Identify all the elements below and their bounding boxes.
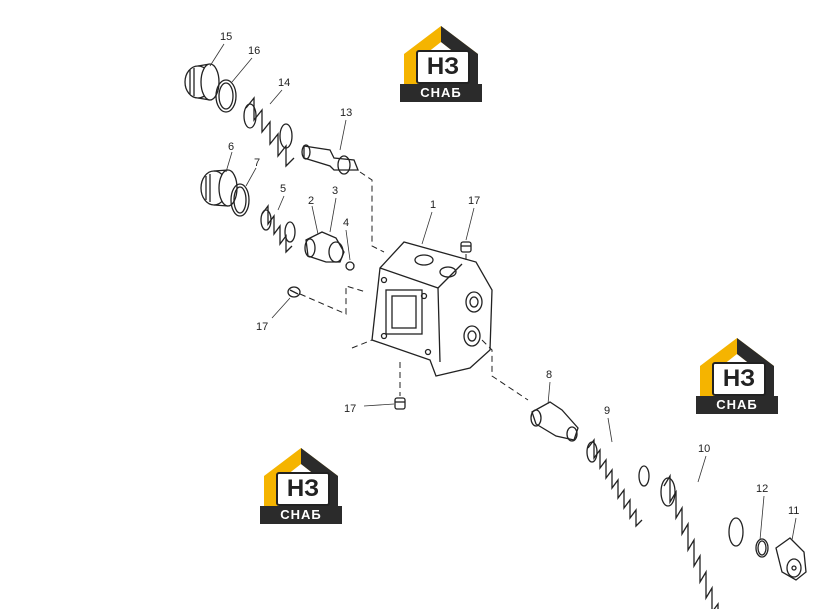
spring-10 — [660, 473, 744, 609]
callout-3: 3 — [332, 185, 338, 197]
valve-8 — [530, 401, 579, 442]
spool-2 — [304, 231, 345, 263]
callout-10: 10 — [698, 443, 710, 455]
spring-5 — [260, 204, 296, 254]
callout-14: 14 — [278, 77, 290, 89]
brand-mark: НЗ — [712, 362, 766, 396]
callout-16: 16 — [248, 45, 260, 57]
callout-2: 2 — [308, 195, 314, 207]
axis-13 — [359, 171, 385, 253]
callout-13: 13 — [340, 107, 352, 119]
valve-13 — [301, 144, 359, 175]
callout-6: 6 — [228, 141, 234, 153]
callout-8: 8 — [546, 369, 552, 381]
callout-7: 7 — [254, 157, 260, 169]
o-ring-7 — [230, 183, 250, 217]
plug-15 — [184, 63, 220, 101]
plug-11 — [775, 537, 807, 581]
o-ring-16 — [215, 79, 237, 113]
callout-17-bottom: 17 — [344, 403, 356, 415]
callout-17-top: 17 — [468, 195, 480, 207]
callout-11: 11 — [788, 505, 799, 517]
callout-17-left: 17 — [256, 321, 268, 333]
callout-labels: 1 2 3 4 5 6 7 8 9 10 11 12 13 14 15 16 1… — [220, 31, 799, 517]
plug-17-left — [287, 286, 301, 298]
ball-4 — [345, 261, 355, 271]
brand-mark: НЗ — [416, 50, 470, 84]
callout-5: 5 — [280, 183, 286, 195]
valve-housing-1 — [371, 241, 493, 377]
callout-9: 9 — [604, 405, 610, 417]
brand-logo-right: НЗ СНАБ — [696, 336, 778, 416]
axis-housing-left-1 — [299, 285, 367, 315]
axis-housing-right — [481, 339, 529, 401]
brand-logo-bottom: НЗ СНАБ — [260, 446, 342, 526]
callout-1: 1 — [430, 199, 436, 211]
plug-17-bottom — [394, 397, 406, 410]
brand-mark: НЗ — [276, 472, 330, 506]
plug-17-top — [460, 241, 472, 253]
callout-15: 15 — [220, 31, 232, 43]
brand-name: СНАБ — [260, 506, 342, 524]
callout-12: 12 — [756, 483, 768, 495]
brand-name: СНАБ — [400, 84, 482, 102]
spring-14 — [243, 96, 295, 168]
spring-9 — [586, 438, 650, 528]
o-ring-12 — [755, 538, 769, 558]
leader-lines — [209, 43, 797, 541]
callout-4: 4 — [343, 217, 349, 229]
axis-housing-left-2 — [351, 339, 373, 349]
brand-logo-top: НЗ СНАБ — [400, 24, 482, 104]
plug-6 — [200, 169, 238, 207]
brand-name: СНАБ — [696, 396, 778, 414]
